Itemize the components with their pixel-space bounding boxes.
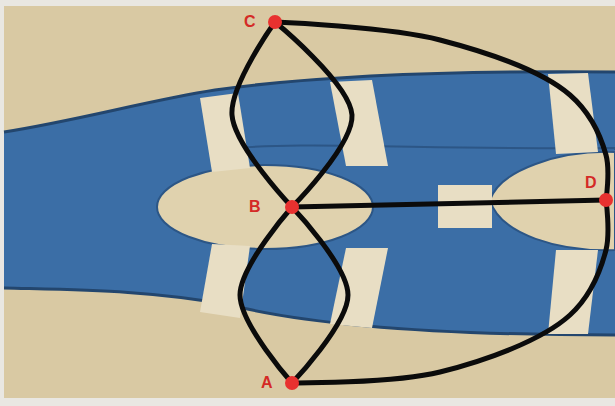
vertex-label: B	[248, 198, 262, 216]
vertex-label: D	[584, 174, 598, 192]
bridge	[438, 185, 492, 228]
graph-edge	[275, 22, 608, 200]
vertex-label: C	[243, 13, 257, 31]
river-bank	[4, 72, 615, 132]
river-bank	[4, 288, 615, 335]
bridge	[200, 93, 250, 172]
graph-edge	[240, 207, 292, 383]
bridge	[330, 248, 388, 328]
graph-edge	[292, 200, 608, 383]
graph-edge	[232, 22, 292, 207]
graph-edge	[292, 200, 606, 207]
graph-vertex: A	[285, 376, 299, 390]
graph-vertex: B	[285, 200, 299, 214]
graph-edge	[292, 207, 348, 383]
vertex-label: A	[260, 374, 274, 392]
wood-board	[4, 6, 615, 398]
graph-edge	[275, 22, 352, 207]
river-bank	[215, 145, 615, 150]
graph-vertex: D	[599, 193, 613, 207]
graph-vertex: C	[268, 15, 282, 29]
river-water	[4, 72, 615, 335]
